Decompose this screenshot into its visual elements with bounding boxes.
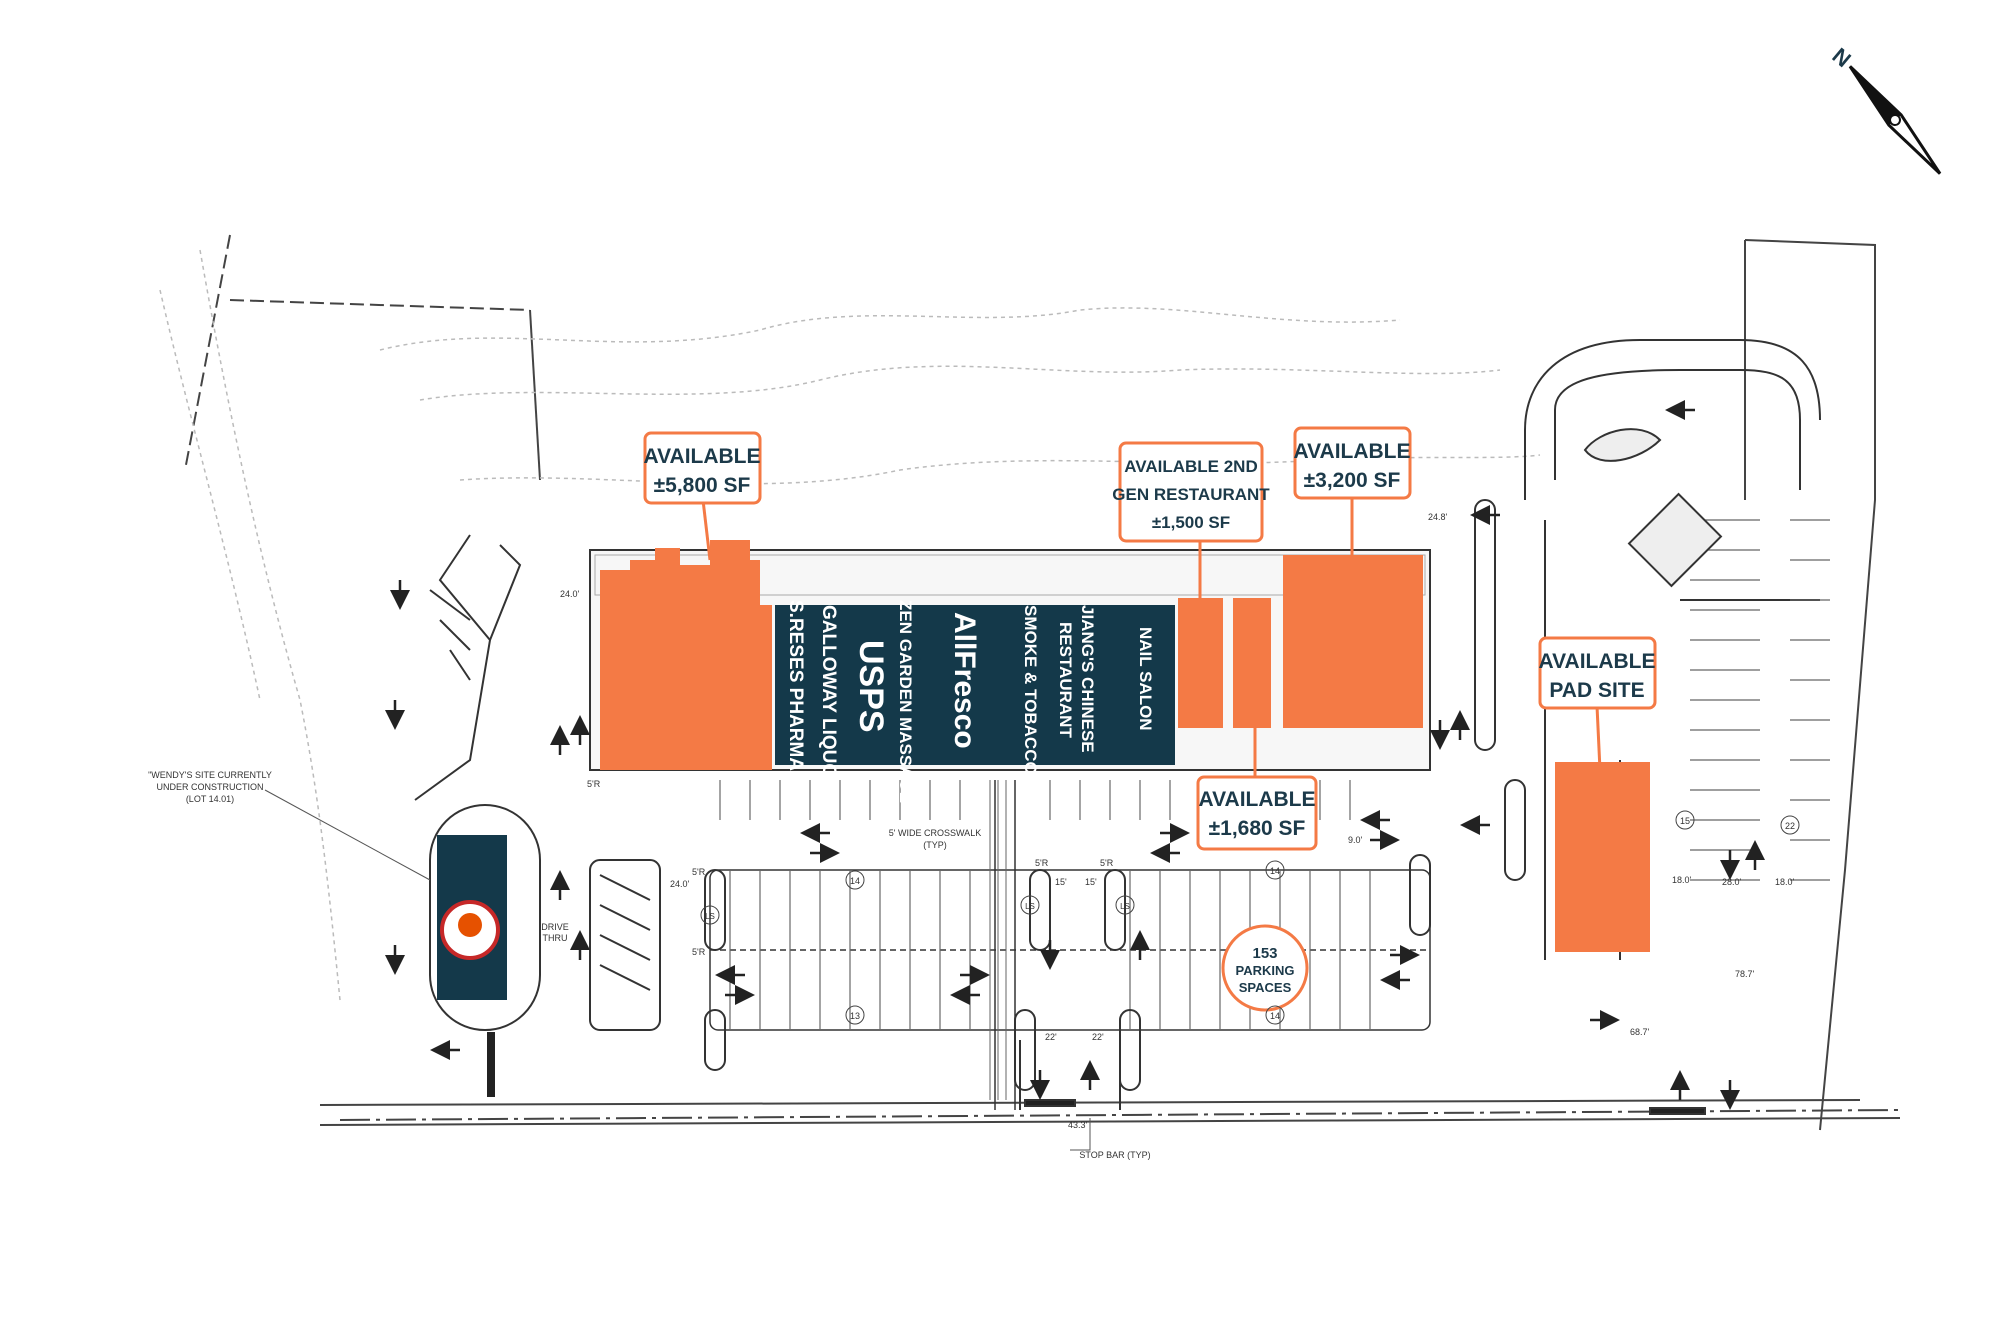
stall-count: LS <box>705 912 715 921</box>
available-space-3200 <box>1283 555 1423 728</box>
dim-label: 24.0' <box>560 589 580 599</box>
callout-line: ±5,800 SF <box>654 474 751 497</box>
stall-count-markers <box>700 810 1800 1025</box>
crosswalk-note: (TYP) <box>923 840 947 850</box>
dim-label: 5'R <box>587 779 601 789</box>
bottom-entrance <box>1019 1040 1706 1115</box>
main-parking-field <box>709 780 1431 1110</box>
property-boundary <box>184 234 1901 1131</box>
dim-label: 5'R <box>692 947 706 957</box>
available-space-1680 <box>1233 598 1271 728</box>
wendys-access-drive <box>414 534 522 801</box>
tenant-name: SMOKE & TOBACCO <box>1021 605 1040 775</box>
dim-label: 18.0' <box>1672 875 1692 885</box>
landscape-islands <box>704 854 1431 1091</box>
wendys-pad <box>429 804 541 1097</box>
stall-count: LS <box>1025 902 1035 911</box>
tenant-name: S.RESES PHARMACY <box>785 600 806 798</box>
stall-count: 15 <box>1680 816 1690 826</box>
dim-label: 18.0' <box>1775 877 1795 887</box>
note-line: "WENDY'S SITE CURRENTLY <box>148 770 272 780</box>
parking-label: PARKING <box>1236 963 1295 978</box>
wendys-side-parking <box>589 859 661 1031</box>
dim-label: 9.0' <box>1348 835 1363 845</box>
dim-label: 78.7' <box>1735 969 1755 979</box>
stopbar-note: STOP BAR (TYP) <box>1079 1150 1150 1160</box>
dim-label: 5'R <box>1100 858 1114 868</box>
stall-count: 14 <box>1270 866 1280 876</box>
stall-count: LS <box>1120 902 1130 911</box>
dim-label: 43.3' <box>1068 1120 1088 1130</box>
callout-1680: AVAILABLE ±1,680 SF <box>1196 728 1318 851</box>
note-line: UNDER CONSTRUCTION <box>157 782 264 792</box>
tenant-name: USPS <box>852 640 890 733</box>
dim-label: 24.8' <box>1428 512 1448 522</box>
tenant-name: NAIL SALON <box>1136 627 1155 731</box>
dim-label: 5'R <box>1035 858 1049 868</box>
dim-label: 28.0' <box>1722 877 1742 887</box>
callout-pad-site: AVAILABLE PAD SITE <box>1538 636 1657 771</box>
dim-label: 15' <box>1085 877 1097 887</box>
callout-line: AVAILABLE <box>1538 650 1655 673</box>
dim-label: 15' <box>1055 877 1067 887</box>
dim-label: 24.0' <box>670 879 690 889</box>
callout-line: ±3,200 SF <box>1304 469 1401 492</box>
callout-line: GEN RESTAURANT <box>1112 485 1270 504</box>
north-arrow <box>1848 65 1942 175</box>
stall-count: 13 <box>850 1011 860 1021</box>
callout-line: AVAILABLE 2ND <box>1124 457 1258 476</box>
stall-count: 22 <box>1785 821 1795 831</box>
available-pad-site <box>1555 762 1650 952</box>
crosswalk <box>989 780 1007 1100</box>
callout-line: AVAILABLE <box>1198 788 1315 811</box>
dim-label: 22' <box>1045 1032 1057 1042</box>
parking-count: 153 <box>1252 945 1277 962</box>
traffic-arrows <box>385 400 1765 1110</box>
tenant-name: ZEN GARDEN MASSAGE <box>896 600 915 803</box>
callout-line: AVAILABLE <box>1293 440 1410 463</box>
stall-count: 14 <box>850 876 860 886</box>
available-space-5800 <box>600 540 772 770</box>
callout-line: ±1,680 SF <box>1209 817 1306 840</box>
tenant-name: JIANG'S CHINESE <box>1078 605 1097 753</box>
note-line: (LOT 14.01) <box>186 794 234 804</box>
tenant-blocks-bg <box>775 605 1175 765</box>
stall-count: 14 <box>1270 1011 1280 1021</box>
drive-thru-label: THRU <box>543 933 568 943</box>
wendys-note: "WENDY'S SITE CURRENTLY UNDER CONSTRUCTI… <box>148 770 431 881</box>
crosswalk-note: 5' WIDE CROSSWALK <box>889 828 981 838</box>
callout-5800: AVAILABLE ±5,800 SF <box>643 431 762 561</box>
callout-line: AVAILABLE <box>643 445 760 468</box>
callout-line: ±1,500 SF <box>1152 513 1230 532</box>
right-stall-lines <box>1690 519 1830 881</box>
callout-3200: AVAILABLE ±3,200 SF <box>1293 426 1412 555</box>
dim-label: 22' <box>1092 1032 1104 1042</box>
dim-label: 5'R <box>692 867 706 877</box>
parking-count-badge: 153 PARKING SPACES <box>1221 924 1309 1012</box>
drive-thru-structure <box>1583 428 1723 588</box>
drive-thru-label: DRIVE <box>541 922 569 932</box>
parking-label: SPACES <box>1239 980 1292 995</box>
callout-1500: AVAILABLE 2ND GEN RESTAURANT ±1,500 SF <box>1112 441 1270 598</box>
available-space-1500 <box>1178 598 1223 728</box>
tenant-name: AllFresco <box>948 612 981 749</box>
tenant-name: GALLOWAY LIQUORS <box>818 605 839 805</box>
tenant-name: RESTAURANT <box>1056 622 1075 738</box>
dim-label: 68.7' <box>1630 1027 1650 1037</box>
callout-line: PAD SITE <box>1549 679 1644 702</box>
